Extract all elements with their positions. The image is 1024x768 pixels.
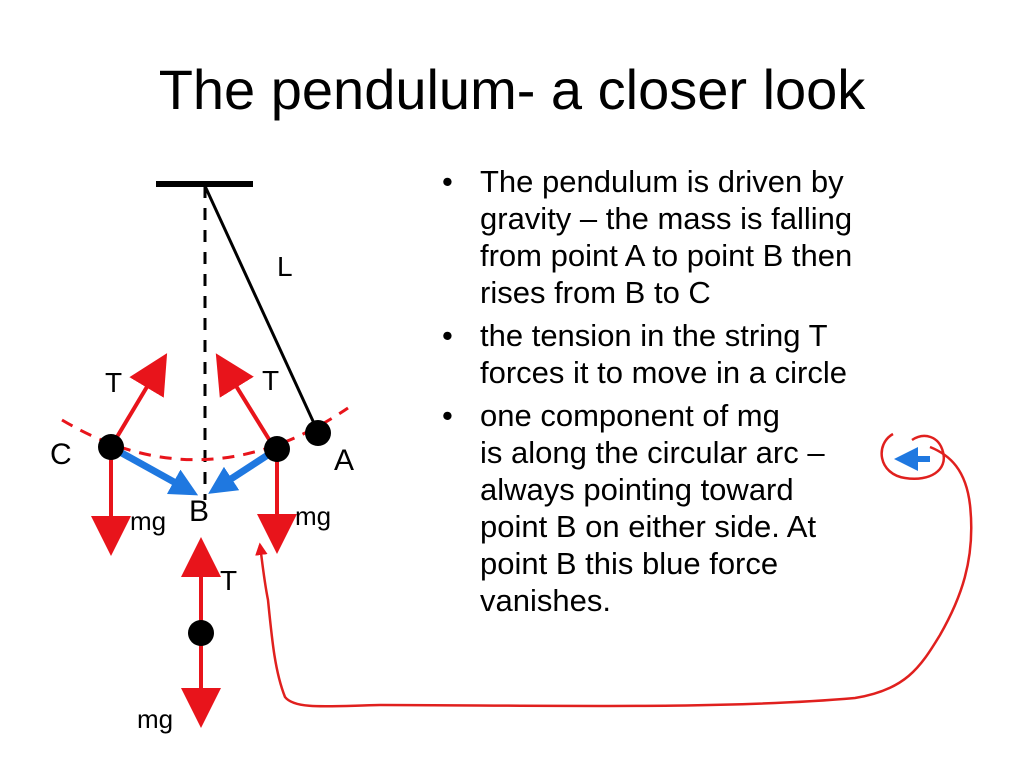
bullet-1-line-1: The pendulum is driven by (480, 164, 844, 199)
label-mg-right: mg (295, 501, 331, 531)
tension-arrow-mid (215, 353, 277, 451)
label-point-b: B (189, 495, 209, 528)
label-mg-left: mg (130, 506, 166, 536)
label-point-a: A (334, 444, 354, 477)
bullet-item-1: • The pendulum is driven by gravity – th… (438, 163, 978, 311)
annotation-connector-line (255, 445, 973, 708)
pendulum-string (203, 185, 320, 433)
bullet-3-line-3: always pointing toward (480, 472, 794, 507)
bullet-dot: • (442, 318, 453, 353)
bullet-item-3: • one component of mg is along the circu… (438, 397, 978, 619)
bullet-2-line-2: forces it to move in a circle (480, 355, 847, 390)
tension-arrow-c (109, 353, 168, 449)
label-point-c: C (50, 438, 72, 471)
page-title: The pendulum- a closer look (158, 58, 866, 121)
label-mg-bottom: mg (137, 704, 173, 734)
bullet-dot: • (442, 398, 453, 433)
mass-bottom (188, 620, 214, 646)
annotation-scribble-circle (880, 432, 946, 481)
bullet-1-line-2: gravity – the mass is falling (480, 201, 853, 236)
bullet-1-line-4: rises from B to C (480, 275, 711, 310)
mass-mid (264, 436, 290, 462)
bullet-3-line-6: vanishes. (480, 583, 611, 618)
mass-a (305, 420, 331, 446)
bullet-list: • The pendulum is driven by gravity – th… (438, 163, 978, 625)
label-tension-mid: T (262, 365, 279, 396)
bullet-item-2: • the tension in the string T forces it … (438, 317, 978, 391)
label-length-l: L (277, 251, 293, 282)
bullet-3-line-4: point B on either side. At (480, 509, 817, 544)
bullet-dot: • (442, 164, 453, 199)
bullet-1-line-3: from point A to point B then (480, 238, 853, 273)
mass-c (98, 434, 124, 460)
bullet-3-line-5: point B this blue force (480, 546, 779, 581)
bullet-3-line-1: one component of mg (480, 398, 780, 433)
bullet-3-line-2: is along the circular arc – (480, 435, 825, 470)
label-tension-bottom: T (220, 565, 237, 596)
bullet-2-line-1: the tension in the string T (480, 318, 828, 353)
blue-force-arrow-left (109, 443, 199, 496)
label-tension-left: T (105, 367, 122, 398)
